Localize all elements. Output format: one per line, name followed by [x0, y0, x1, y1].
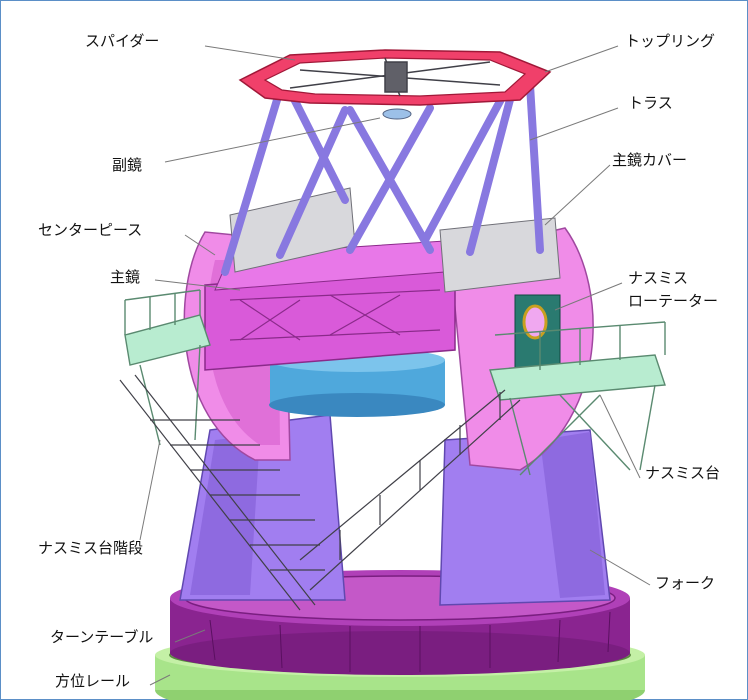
- leader-truss: [529, 107, 619, 141]
- label-center-piece: センターピース: [38, 221, 142, 239]
- leader-lines: [139, 45, 651, 686]
- label-nasmyth-platform: ナスミス台: [645, 464, 720, 482]
- leader-stairs: [139, 439, 161, 541]
- leader-spider: [204, 45, 296, 61]
- center-piece: [204, 239, 471, 371]
- label-spider: スパイダー: [85, 32, 159, 50]
- label-primary-mirror-cover: 主鏡カバー: [612, 151, 687, 169]
- label-turntable: ターンテーブル: [50, 628, 153, 646]
- labels: スパイダー トップリング トラス 副鏡 主鏡カバー センターピース 主鏡 ナスミ…: [38, 32, 720, 690]
- nasmyth-stairs: [119, 374, 521, 611]
- leader-turntable: [174, 629, 206, 643]
- label-fork: フォーク: [655, 574, 715, 592]
- leader-azimuth-rail: [149, 674, 171, 686]
- label-secondary-mirror: 副鏡: [112, 156, 142, 174]
- leader-platform: [599, 394, 641, 479]
- nasmyth-platform: [124, 289, 666, 476]
- leader-fork: [589, 549, 651, 586]
- label-truss: トラス: [628, 94, 673, 112]
- fork: [179, 414, 611, 606]
- label-azimuth-rail: 方位レール: [55, 672, 130, 690]
- label-nasmyth-rotator-1: ナスミス: [628, 269, 688, 287]
- label-nasmyth-rotator-2: ローテーター: [628, 292, 718, 310]
- leader-rotator: [554, 282, 623, 311]
- leader-primary-mirror: [154, 279, 241, 291]
- leader-secondary-mirror: [164, 117, 381, 163]
- secondary-mirror: [382, 108, 412, 120]
- label-nasmyth-stairs: ナスミス台階段: [38, 539, 143, 557]
- truss: [221, 81, 544, 276]
- label-primary-mirror: 主鏡: [110, 268, 140, 286]
- leader-center-piece: [184, 234, 216, 256]
- label-top-ring: トップリング: [625, 32, 715, 50]
- spider: [289, 57, 501, 97]
- leader-cover: [544, 164, 611, 226]
- leader-top-ring: [544, 45, 619, 73]
- primary-mirror-cell: [269, 348, 445, 417]
